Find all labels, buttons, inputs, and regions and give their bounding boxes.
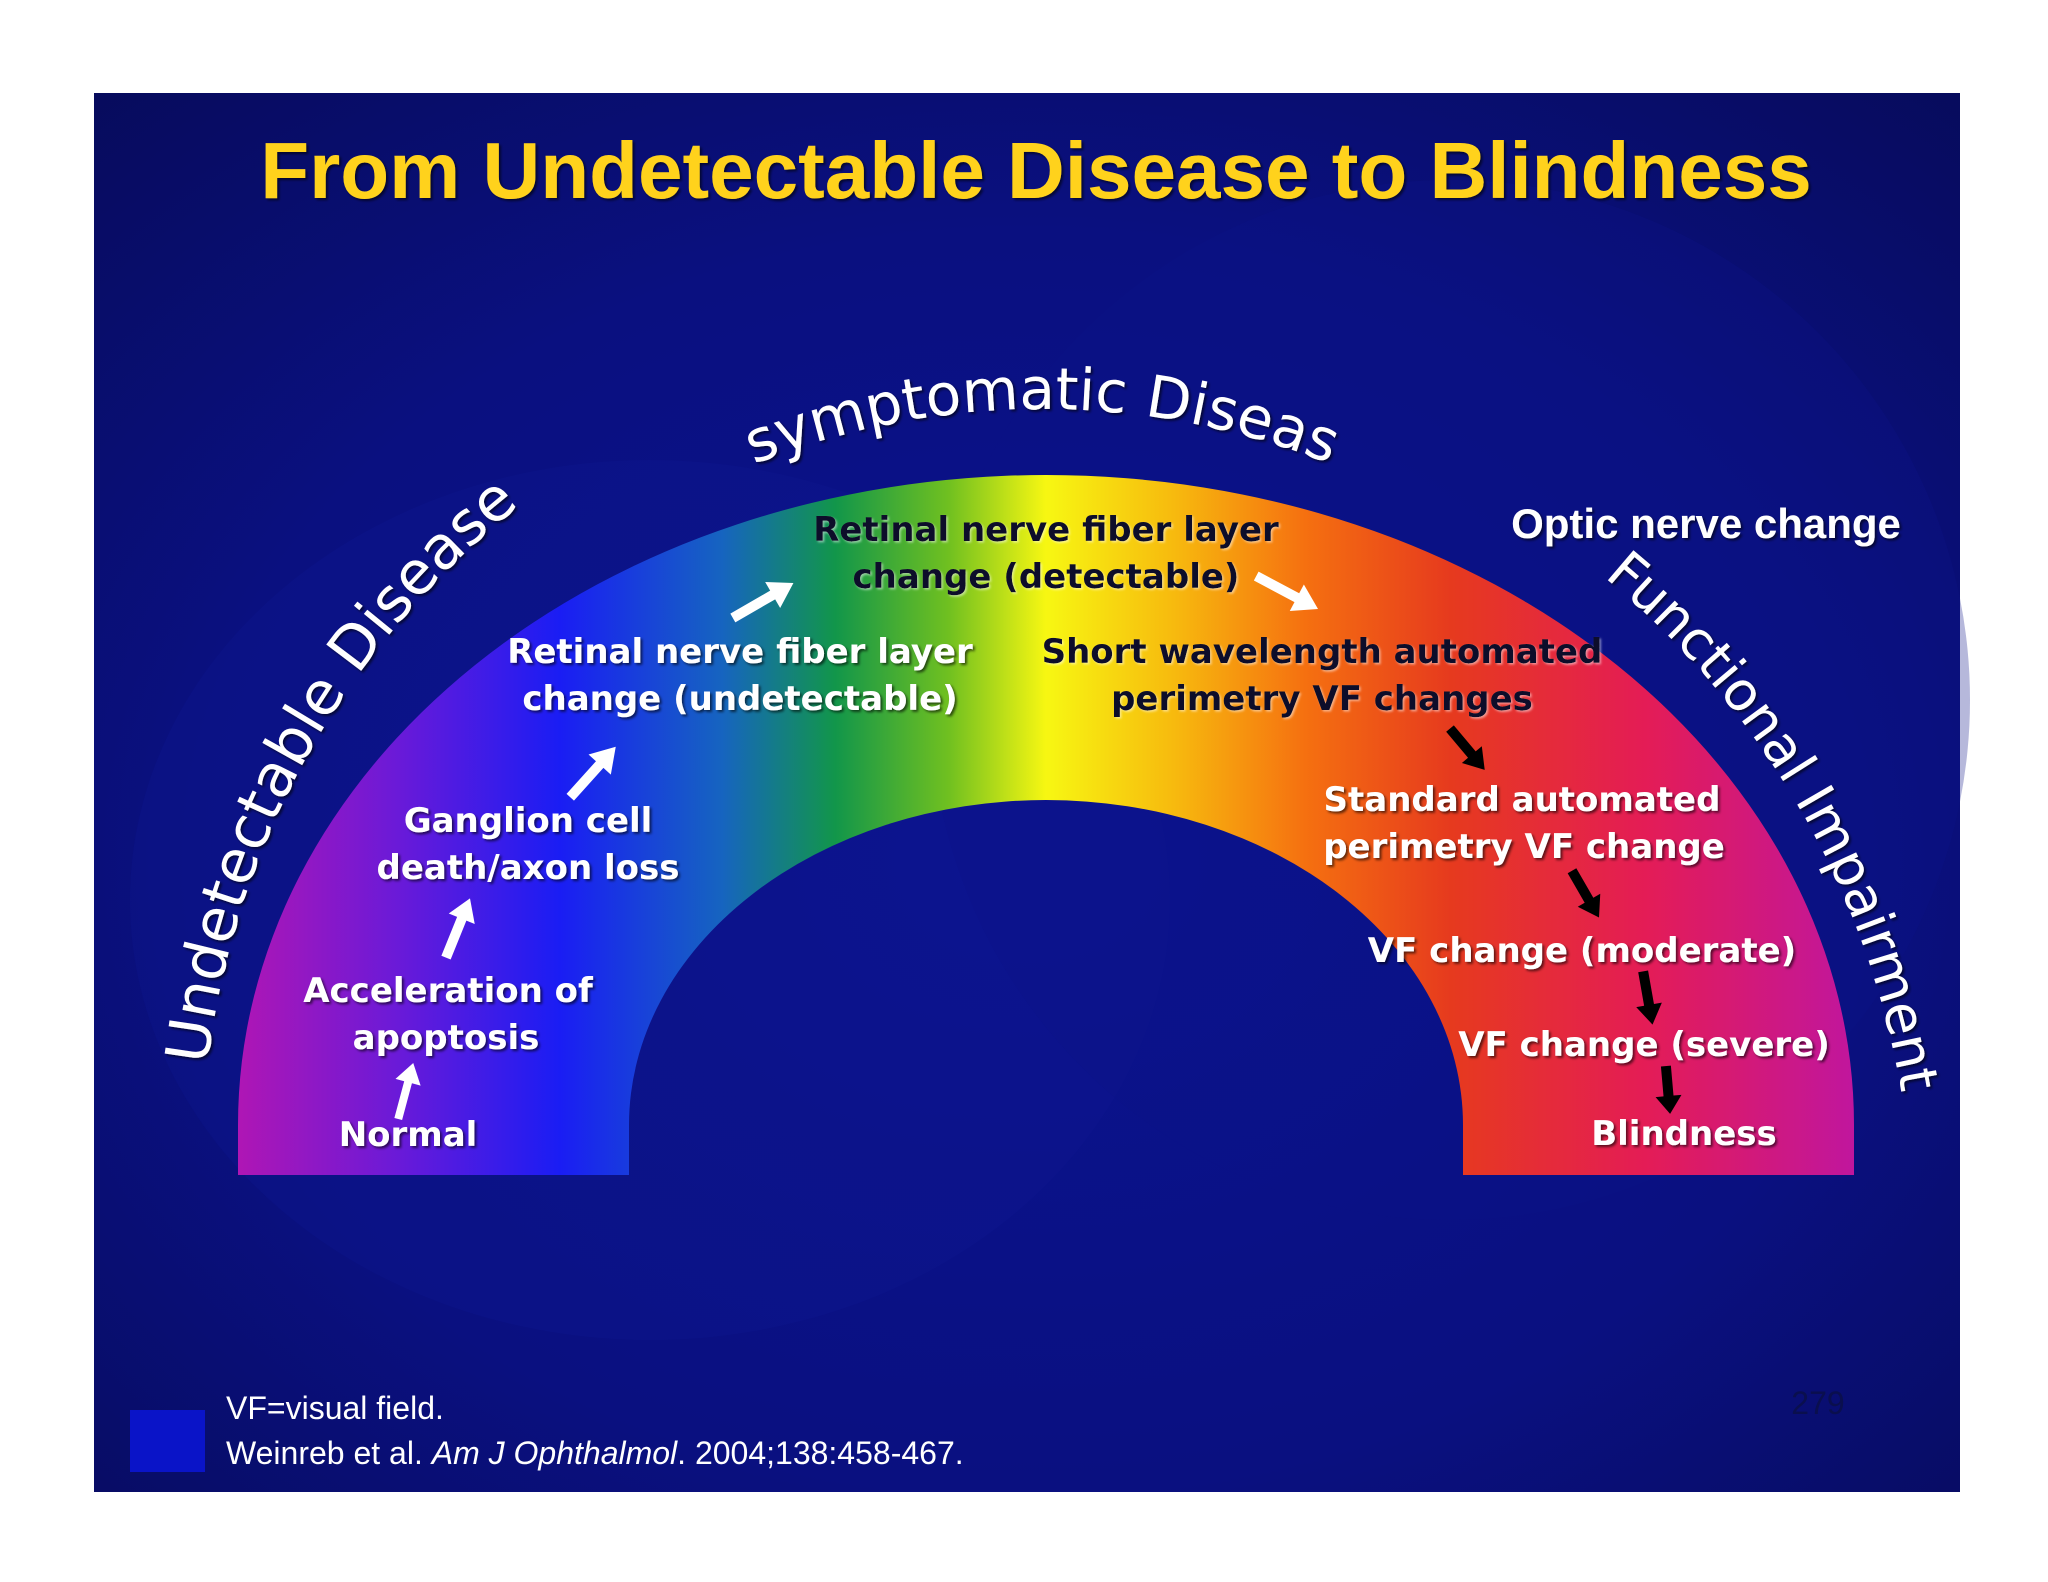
stage-vf-severe: VF change (severe) — [1458, 1025, 1830, 1065]
arrow-down-icon — [1567, 868, 1601, 918]
corner-square — [130, 1410, 205, 1472]
stage-blindness: Blindness — [1591, 1114, 1777, 1154]
citation-rest: . 2004;138:458-467. — [677, 1435, 963, 1471]
rainbow-arch — [238, 475, 1854, 1175]
slide-title: From Undetectable Disease to Blindness — [260, 126, 1812, 215]
arrow-down-icon — [1446, 725, 1485, 770]
stage-apoptosis-line1: Acceleration of — [303, 971, 594, 1011]
stage-sap-line1: Standard automated — [1324, 780, 1721, 820]
arrow-down-icon — [1253, 571, 1319, 611]
stage-swap-line1: Short wavelength automated — [1042, 632, 1603, 672]
stage-swap-line2: perimetry VF changes — [1111, 679, 1533, 719]
stage-vf-moderate: VF change (moderate) — [1368, 931, 1796, 971]
stage-ganglion-line1: Ganglion cell — [404, 801, 653, 841]
page-number: 279 — [1791, 1385, 1844, 1421]
stage-rnfl-undetectable-line1: Retinal nerve fiber layer — [507, 632, 973, 672]
citation-journal: Am J Ophthalmol — [430, 1435, 678, 1471]
arrow-up-icon — [394, 1062, 421, 1121]
stage-normal: Normal — [339, 1115, 478, 1155]
optic-nerve-change-label: Optic nerve change — [1511, 500, 1901, 547]
stage-apoptosis-line2: apoptosis — [353, 1018, 540, 1058]
stage-rnfl-undetectable-line2: change (undetectable) — [522, 679, 957, 719]
arrow-up-icon — [441, 898, 475, 960]
arrow-up-icon — [566, 746, 616, 801]
arrow-down-icon — [1636, 970, 1662, 1025]
stage-rnfl-detectable-line1: Retinal nerve fiber layer — [813, 510, 1279, 550]
stage-ganglion-line2: death/axon loss — [377, 848, 680, 888]
stage-rnfl-detectable-line2: change (detectable) — [853, 557, 1240, 597]
footer-citation: Weinreb et al. Am J Ophthalmol. 2004;138… — [226, 1435, 964, 1471]
footer-abbreviation: VF=visual field. — [226, 1390, 444, 1426]
arrow-up-icon — [730, 582, 794, 623]
arrow-down-icon — [1655, 1065, 1682, 1114]
stage-sap-line2: perimetry VF change — [1323, 827, 1725, 867]
citation-authors: Weinreb et al. — [226, 1435, 432, 1471]
